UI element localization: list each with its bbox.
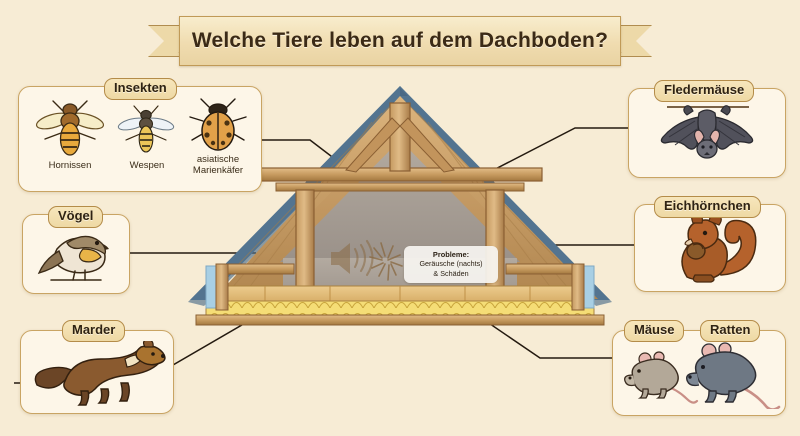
- caption-ladybug-line2: Marienkäfer: [192, 165, 244, 176]
- caption-hornets: Hornissen: [48, 160, 92, 171]
- panel-squirrel[interactable]: [634, 204, 786, 292]
- label-birds[interactable]: Vögel: [48, 206, 104, 228]
- label-marten[interactable]: Marder: [62, 320, 126, 342]
- squirrel-figure: [681, 213, 757, 283]
- attic-house-illustration: [188, 86, 612, 326]
- caption-ladybug-line1: asiatische: [196, 154, 240, 165]
- panel-rodents[interactable]: [612, 330, 786, 416]
- wasp-figure: [117, 105, 175, 153]
- problem-line-2: & Schäden: [433, 268, 469, 278]
- title-ribbon: Welche Tiere leben auf dem Dachboden?: [148, 16, 652, 66]
- bat-figure: [660, 105, 754, 159]
- panel-bats[interactable]: [628, 88, 786, 178]
- bird-figure: [37, 235, 109, 281]
- marten-figure: [34, 341, 166, 406]
- label-insects[interactable]: Insekten: [104, 78, 177, 100]
- hornet-figure: [35, 100, 105, 156]
- ladybug-figure: [189, 98, 247, 151]
- ribbon-banner: Welche Tiere leben auf dem Dachboden?: [179, 16, 621, 66]
- mouse-figure: [624, 351, 699, 404]
- crack-damage-icon: [369, 242, 403, 281]
- caption-wasps: Wespen: [129, 160, 165, 171]
- page-title: Welche Tiere leben auf dem Dachboden?: [191, 29, 609, 52]
- problem-callout: Probleme: Geräusche (nachts) & Schäden: [404, 246, 498, 283]
- rat-figure: [686, 342, 781, 409]
- problem-heading: Probleme:: [432, 250, 470, 259]
- panel-insects[interactable]: Hornissen Wespen asiatische Marienkäfer: [18, 86, 262, 192]
- label-bats[interactable]: Fledermäuse: [654, 80, 755, 102]
- problem-line-1: Geräusche (nachts): [419, 259, 483, 269]
- label-rats[interactable]: Ratten: [700, 320, 761, 342]
- label-mice[interactable]: Mäuse: [624, 320, 685, 342]
- label-squirrel[interactable]: Eichhörnchen: [654, 196, 761, 218]
- panel-marten[interactable]: [20, 330, 174, 414]
